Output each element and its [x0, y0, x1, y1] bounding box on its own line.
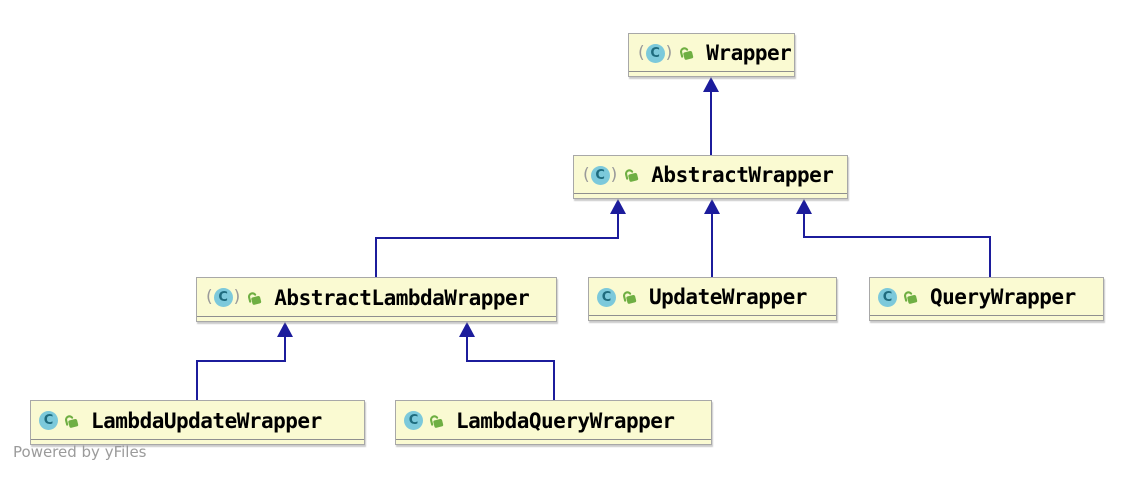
unlock-icon [677, 43, 696, 62]
class-circle-icon: C [213, 288, 233, 307]
inheritance-edge-lambda-query-wrapper-abstract-lambda-wrapper [466, 337, 555, 400]
class-name-label: LambdaQueryWrapper [456, 408, 675, 433]
unlock-icon [245, 288, 264, 307]
inheritance-arrowhead-update-wrapper-abstract-wrapper [704, 199, 720, 214]
abstract-paren-right: ) [233, 287, 241, 307]
class-node-abstract-lambda-wrapper[interactable]: (C) AbstractLambdaWrapper [196, 277, 557, 322]
class-circle-icon: C [39, 411, 58, 430]
abstract-paren-left: ( [583, 164, 590, 185]
class-icon: (C) [205, 288, 241, 307]
inheritance-edge-lambda-update-wrapper-abstract-lambda-wrapper [196, 337, 286, 400]
unlock-icon [61, 411, 80, 430]
class-name-label: Wrapper [706, 41, 792, 65]
class-node-lambda-query-wrapper[interactable]: C LambdaQueryWrapper [395, 400, 712, 445]
class-name-label: UpdateWrapper [649, 285, 807, 309]
class-circle-icon: C [878, 287, 897, 307]
class-icon: C [404, 411, 423, 430]
unlock-icon [622, 165, 641, 184]
inheritance-arrowhead-query-wrapper-abstract-wrapper [796, 199, 812, 214]
class-icon: (C) [582, 164, 618, 185]
abstract-paren-left: ( [638, 42, 645, 63]
inheritance-arrowhead-lambda-update-wrapper-abstract-lambda-wrapper [277, 322, 293, 337]
unlock-icon [426, 411, 445, 430]
class-name-label: AbstractLambdaWrapper [274, 285, 530, 310]
class-circle-icon: C [645, 43, 665, 63]
class-icon: C [597, 287, 616, 307]
unlock-icon [619, 287, 638, 306]
class-icon: C [39, 411, 58, 430]
abstract-paren-left: ( [206, 287, 213, 307]
class-node-update-wrapper[interactable]: C UpdateWrapper [588, 277, 837, 321]
class-node-wrapper[interactable]: (C) Wrapper [628, 33, 795, 77]
inheritance-arrowhead-lambda-query-wrapper-abstract-lambda-wrapper [459, 322, 475, 337]
inheritance-arrowhead-abstract-lambda-wrapper-abstract-wrapper [610, 199, 626, 214]
abstract-paren-right: ) [610, 164, 618, 185]
class-name-label: QueryWrapper [930, 285, 1076, 309]
inheritance-edge-query-wrapper-abstract-wrapper [803, 214, 991, 277]
class-name-label: LambdaUpdateWrapper [91, 408, 322, 433]
unlock-icon [900, 287, 919, 306]
class-name-label: AbstractWrapper [651, 163, 834, 187]
class-node-abstract-wrapper[interactable]: (C) AbstractWrapper [573, 155, 848, 199]
yfiles-watermark: Powered by yFiles [13, 443, 147, 461]
class-icon: C [878, 287, 897, 307]
class-circle-icon: C [590, 165, 610, 185]
abstract-paren-right: ) [665, 42, 673, 63]
class-node-lambda-update-wrapper[interactable]: C LambdaUpdateWrapper [30, 400, 365, 445]
class-circle-icon: C [404, 411, 423, 430]
class-node-query-wrapper[interactable]: C QueryWrapper [869, 277, 1104, 321]
class-circle-icon: C [597, 287, 616, 307]
class-icon: (C) [637, 42, 673, 63]
inheritance-edge-abstract-lambda-wrapper-abstract-wrapper [375, 214, 619, 277]
inheritance-arrowhead-abstract-wrapper-wrapper [703, 77, 719, 92]
